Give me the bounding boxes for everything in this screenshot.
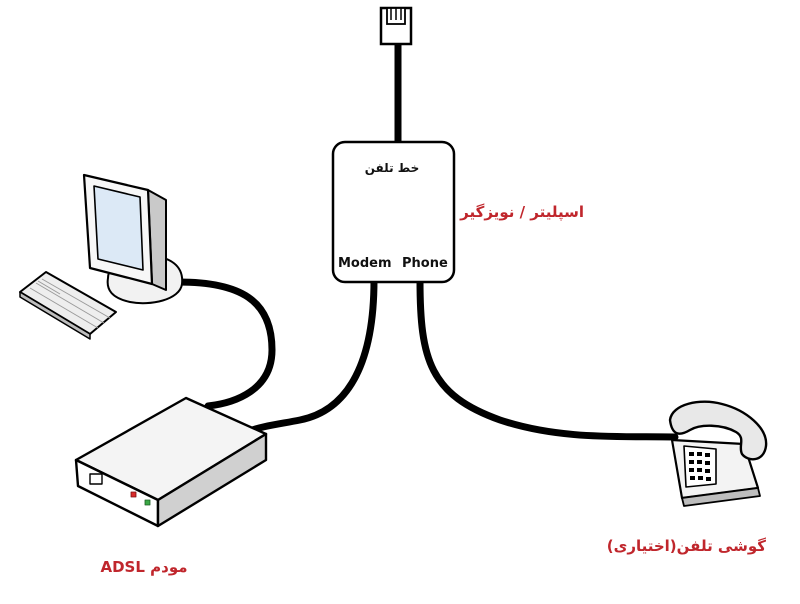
cable-computer-to-modem — [174, 278, 276, 410]
modem-label: مودم ADSL — [100, 558, 188, 576]
adsl-modem-icon — [74, 396, 268, 528]
splitter-port-modem-label: Modem — [338, 256, 392, 271]
computer-icon — [19, 173, 184, 340]
phone-label: گوشی تلفن(اختیاری) — [606, 537, 766, 555]
cable-splitter-to-phone — [416, 276, 679, 441]
modem-led-red — [130, 491, 137, 498]
wall-jack-icon — [379, 6, 413, 46]
splitter-line-label: خط تلفن — [364, 161, 420, 175]
cable-splitter-to-modem — [242, 276, 378, 436]
cables — [174, 40, 679, 441]
telephone-icon — [668, 400, 768, 507]
modem-led-green — [144, 499, 151, 506]
splitter-port-phone-label: Phone — [402, 256, 448, 271]
splitter-title: اسپلیتر / نویزگیر — [460, 203, 584, 221]
splitter-box — [331, 140, 456, 284]
